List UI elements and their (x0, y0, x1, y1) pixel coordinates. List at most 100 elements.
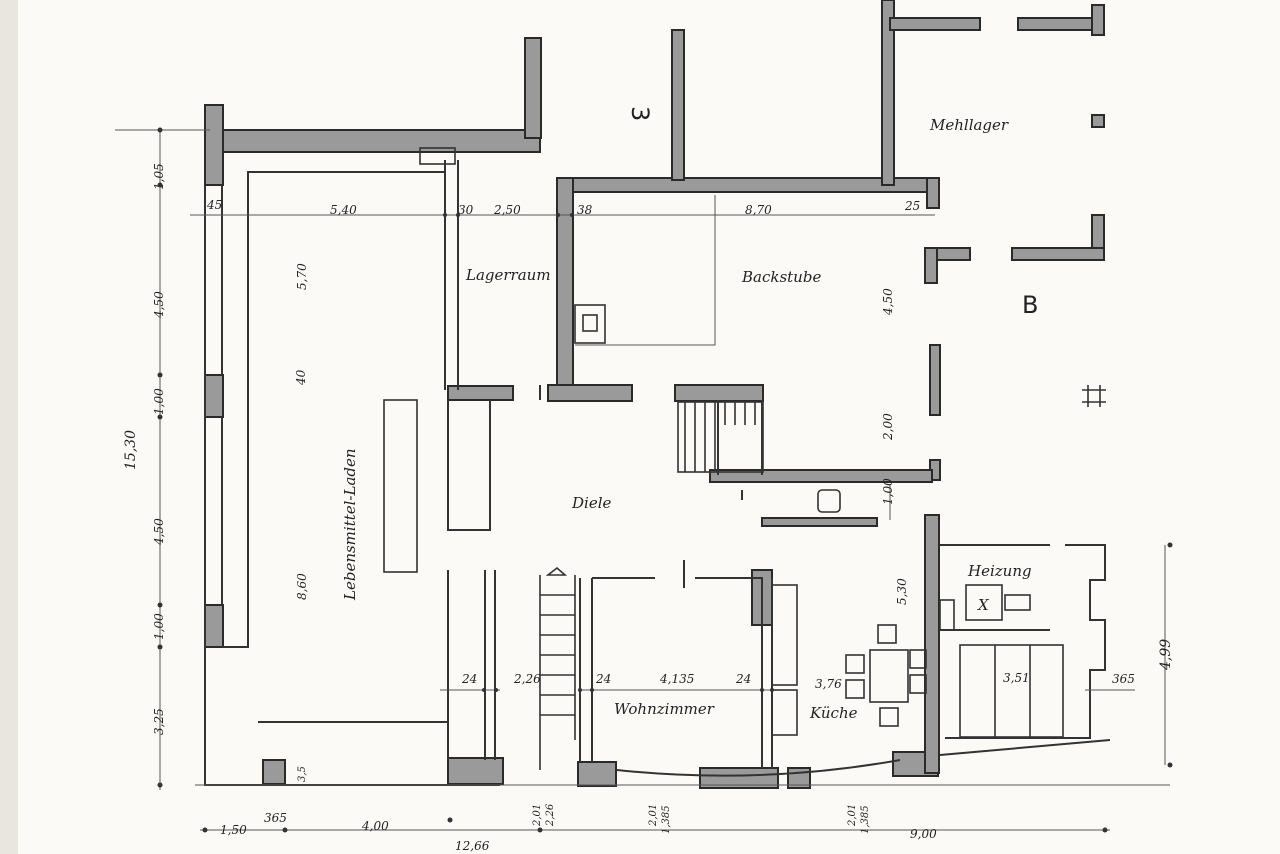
dim-570: 5,70 (295, 263, 309, 290)
wall-column-top (524, 37, 542, 139)
label-wohnzimmer: Wohnzimmer (614, 700, 715, 718)
staircase-lower (539, 566, 576, 770)
wall-backstube-right-top (926, 177, 940, 209)
wall-mehllager-top-right (1017, 17, 1104, 31)
dim-200: 2,00 (881, 413, 895, 441)
dim-left-450a: 4,50 (152, 291, 166, 319)
dim-bottom-1385b: 1,385 (860, 805, 871, 834)
label-lebensmittel-laden: Lebensmittel-Laden (341, 448, 359, 601)
wall-mehllager-corner (1091, 4, 1105, 36)
interior-dimension-labels: 5,70 40 8,60 4,50 2,00 1,00 5,30 3,51 36… (294, 263, 1174, 686)
dim-top-870: 8,70 (745, 203, 772, 217)
walls (204, 0, 1105, 789)
toilet (817, 489, 841, 513)
dim-40: 40 (294, 369, 308, 386)
wall-mehllager-bottom (1011, 247, 1105, 261)
wall-backstube-bottom-left (547, 384, 633, 402)
dim-row-24a: 24 (461, 672, 477, 686)
dim-860: 8,60 (295, 573, 309, 600)
dim-bottom-201b: 2,01 (648, 804, 659, 827)
kitchen-table (869, 649, 909, 703)
dim-bottom-365: 365 (264, 811, 287, 825)
left-dimension-labels: 1,05 4,50 1,00 4,50 1,00 3,25 15,30 (123, 163, 166, 735)
dim-row-376: 3,76 (815, 677, 842, 691)
label-kueche: Küche (809, 704, 858, 722)
dim-100-diele: 1,00 (881, 478, 895, 505)
label-heizung: Heizung (967, 562, 1032, 580)
dim-bottom-226: 2,26 (545, 803, 556, 827)
dim-bottom-201a: 2,01 (532, 804, 543, 827)
dim-365-right: 365 (1112, 672, 1135, 686)
wall-diele-lower (761, 517, 878, 527)
dim-small-35: 3,5 (297, 766, 308, 782)
wall-top-backstube (556, 177, 938, 193)
fixtures (383, 147, 1106, 738)
dim-top-540: 5,40 (330, 203, 357, 217)
dim-bottom-1266: 12,66 (455, 839, 490, 853)
dim-left-450b: 4,50 (152, 518, 166, 546)
shop-counter (383, 399, 418, 573)
label-backstube: Backstube (741, 268, 821, 286)
dim-top-45: 45 (206, 198, 222, 212)
marker-b: B (1022, 291, 1038, 319)
label-lagerraum: Lagerraum (465, 266, 551, 284)
dim-row-4135: 4,135 (659, 672, 694, 686)
label-diele: Diele (571, 494, 611, 512)
wall-mehllager-pillar (1091, 114, 1105, 128)
dim-top-25: 25 (904, 199, 920, 213)
wall-backstube-bottom (709, 469, 933, 483)
dim-row-24c: 24 (735, 672, 751, 686)
wall-divider-3 (671, 29, 685, 181)
dim-top-250: 2,50 (493, 203, 521, 217)
dim-left-100a: 1,00 (152, 388, 166, 415)
wall-bottom-pillar-1 (447, 757, 504, 785)
dim-499: 4,99 (1158, 639, 1174, 671)
wall-window-left-1 (204, 374, 224, 418)
dim-left-105: 1,05 (152, 163, 166, 190)
dimension-dots (157, 127, 1173, 833)
chimney-top (419, 147, 456, 165)
dim-bottom-1385a: 1,385 (661, 805, 672, 834)
wall-window-left-2 (204, 604, 224, 648)
wall-bottom-pillar-0 (262, 759, 286, 785)
dim-row-226: 2,26 (513, 672, 541, 686)
wall-heizung-left (924, 514, 940, 774)
top-dimension-labels: 45 5,40 30 2,50 38 8,70 25 (206, 198, 920, 217)
heizung-tanks (959, 644, 1064, 738)
bottom-dimension-labels: 1,50 365 4,00 2,01 2,26 2,01 1,385 2,01 … (220, 803, 937, 853)
boiler-mark: X (977, 596, 990, 614)
dim-left-325: 3,25 (152, 708, 166, 735)
dim-450-backstube: 4,50 (881, 288, 895, 316)
wall-mehllager-left (881, 0, 895, 186)
label-mehllager: Mehllager (929, 116, 1009, 134)
wall-backstube-bottom-mid (674, 384, 764, 402)
boiler (965, 584, 1003, 621)
wall-left-backstube (556, 177, 574, 394)
wall-right-stub-2 (929, 344, 941, 416)
marker-3: 3 (626, 106, 654, 121)
dimension-lines (115, 129, 1170, 831)
dim-bottom-150: 1,50 (220, 823, 247, 837)
dim-left-100b: 1,00 (152, 613, 166, 640)
wall-top-shop (204, 129, 541, 153)
dim-530: 5,30 (895, 578, 909, 605)
wall-right-stub-1 (924, 247, 938, 284)
room-labels: Lebensmittel-Laden Lagerraum Backstube M… (341, 106, 1038, 722)
dim-bottom-900: 9,00 (910, 827, 937, 841)
dim-top-30: 30 (458, 203, 474, 217)
paper-edge (0, 0, 18, 854)
dim-top-38: 38 (577, 203, 593, 217)
marker-hash (1082, 385, 1106, 407)
wall-mehllager-top-left (889, 17, 981, 31)
wall-diele-top-left (447, 385, 514, 401)
wall-shop-corner (204, 104, 224, 186)
wall-bottom-pillar-2 (577, 761, 617, 787)
dim-bottom-400: 4,00 (361, 819, 389, 833)
dim-row-24b: 24 (595, 672, 611, 686)
kitchen-counter (771, 584, 798, 686)
dim-left-1530: 15,30 (123, 430, 139, 470)
wall-bottom-pillar-3 (699, 767, 779, 789)
dim-bottom-201c: 2,01 (847, 804, 858, 827)
